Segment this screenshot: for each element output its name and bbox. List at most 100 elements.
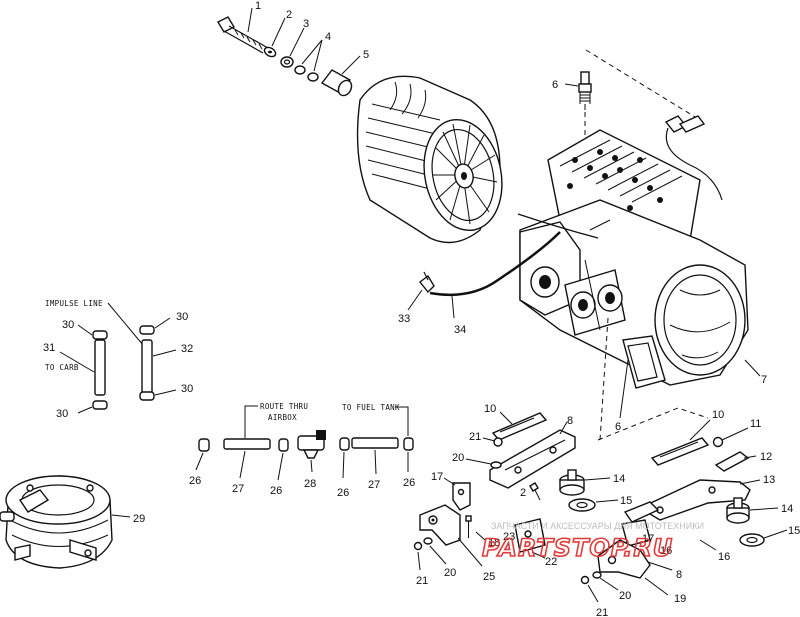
watermark-logo: PARTSTOP.RU	[481, 533, 673, 563]
bracket-part-16-left	[419, 504, 461, 546]
callout-12: 12	[760, 451, 772, 463]
clip-part-33	[419, 271, 435, 294]
callout-21-right: 21	[596, 607, 608, 617]
callout-13: 13	[763, 474, 775, 486]
fuel-pump-part-29	[0, 475, 113, 569]
nut-part-21-right	[580, 575, 590, 585]
label-to-carb: TO CARB	[45, 363, 79, 372]
label-impulse-line: IMPULSE LINE	[45, 299, 103, 308]
callout-5: 5	[363, 49, 369, 61]
washer-part-20-left-bottom	[423, 537, 433, 545]
callout-18: 18	[488, 537, 500, 549]
washer-part-20-right	[592, 571, 602, 579]
callout-11: 11	[750, 418, 761, 430]
bracket-part-17-right	[621, 519, 651, 547]
callout-32: 32	[181, 343, 193, 355]
callout-8-left: 8	[567, 415, 573, 427]
drive-clutch	[356, 75, 503, 244]
callout-33: 33	[398, 313, 410, 325]
callout-4: 4	[325, 31, 331, 43]
nut-part-11	[712, 436, 724, 448]
callout-14-left: 14	[613, 473, 625, 485]
mount-plate-part-10-right	[650, 437, 710, 466]
callout-30-a: 30	[62, 319, 74, 331]
spacer-part-15-left	[568, 498, 596, 512]
callout-26-d: 26	[403, 477, 415, 489]
clamp-part-26-d	[403, 437, 414, 451]
engine-assembly	[517, 129, 749, 389]
callout-21-a: 21	[469, 431, 481, 443]
callout-30-c: 30	[176, 311, 188, 323]
callout-6-top: 6	[552, 79, 558, 91]
watermark-tagline: ЗАПЧАСТИ И АКСЕССУАРЫ ДЛЯ МОТОТЕХНИКИ	[491, 521, 704, 531]
hose-part-31	[92, 330, 108, 410]
isolator-part-14-right	[726, 497, 750, 524]
callout-6-engine: 6	[615, 421, 621, 433]
bolt-part-18	[465, 515, 472, 538]
hose-part-34	[429, 231, 561, 297]
callout-10-right: 10	[712, 409, 724, 421]
spacer-part-5	[320, 69, 353, 97]
callout-22: 22	[545, 556, 557, 568]
callout-34: 34	[454, 324, 466, 336]
clamp-part-26-b	[278, 438, 289, 452]
hose-part-27-b	[351, 437, 399, 449]
isolator-part-14-left	[559, 469, 585, 496]
callout-30-d: 30	[181, 383, 193, 395]
bushing-part-3	[280, 56, 294, 68]
clamp-part-26-a	[198, 438, 210, 452]
callout-8-right: 8	[676, 569, 682, 581]
callout-14-right: 14	[781, 503, 793, 515]
callout-21-b: 21	[416, 575, 428, 587]
bracket-part-12	[714, 451, 750, 472]
callout-27-a: 27	[232, 483, 244, 495]
fuel-valve-part-28	[297, 430, 326, 459]
callout-16-right: 16	[718, 551, 730, 563]
bracket-part-22	[514, 518, 546, 553]
nut-part-21-left-top	[493, 437, 503, 447]
callout-30-b: 30	[56, 408, 68, 420]
spark-plug-part-6	[578, 71, 592, 110]
callout-1: 1	[255, 0, 261, 12]
mount-plate-part-10-left	[491, 412, 548, 441]
callout-10-left: 10	[484, 403, 496, 415]
nut-part-21-left-bottom	[413, 541, 423, 551]
callout-26-a: 26	[189, 475, 201, 487]
bolt-part-1	[217, 16, 269, 54]
bracket-part-16-right	[597, 539, 651, 579]
mount-bracket-part-13	[623, 479, 751, 523]
callout-3: 3	[303, 18, 309, 30]
bolt-part-2-left	[529, 482, 541, 501]
svg-text:PARTSTOP.RU: PARTSTOP.RU	[482, 534, 673, 562]
callout-15-left: 15	[620, 495, 632, 507]
spacer-part-15-right	[739, 533, 765, 547]
spark-plug-cap	[664, 115, 723, 201]
callout-25: 25	[483, 571, 495, 583]
callout-27-b: 27	[368, 479, 380, 491]
callout-20-b: 20	[444, 567, 456, 579]
callout-7: 7	[761, 374, 767, 386]
clamp-part-26-c	[339, 437, 350, 451]
label-route-thru: ROUTE THRU	[260, 402, 308, 411]
callout-16-left: 16	[660, 545, 672, 557]
hose-part-32	[139, 325, 155, 401]
bracket-part-17-left	[452, 482, 471, 511]
callout-23: 23	[503, 531, 515, 543]
callout-26-c: 26	[337, 487, 349, 499]
callout-31: 31	[43, 342, 55, 354]
callout-20-right: 20	[619, 590, 631, 602]
washers-part-4	[294, 65, 319, 82]
washer-part-20-left	[490, 461, 502, 469]
label-to-fuel-tank: TO FUEL TANK	[342, 403, 400, 412]
callout-2-left: 2	[520, 487, 526, 499]
callout-19: 19	[674, 593, 686, 605]
callout-20-a: 20	[452, 452, 464, 464]
callout-28: 28	[304, 478, 316, 490]
callout-2: 2	[286, 9, 292, 21]
label-airbox: AIRBOX	[268, 413, 297, 422]
callout-17-left: 17	[431, 471, 443, 483]
hose-part-27-a	[223, 438, 271, 450]
callout-15-right: 15	[788, 525, 800, 537]
callout-26-b: 26	[270, 485, 282, 497]
